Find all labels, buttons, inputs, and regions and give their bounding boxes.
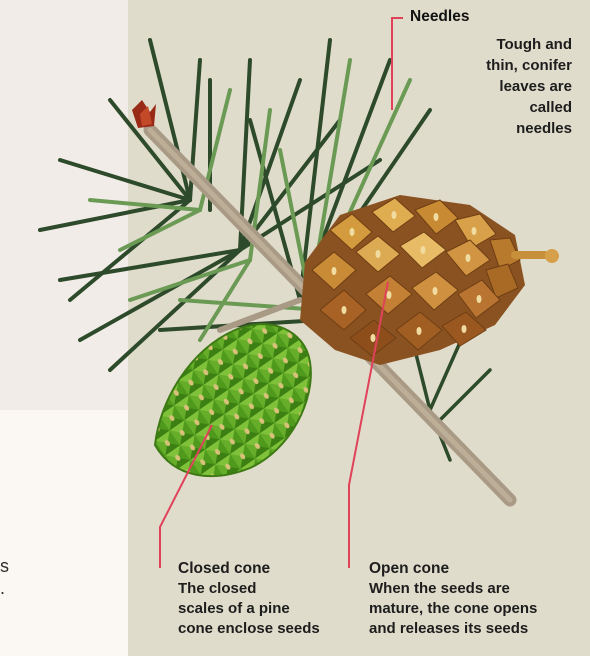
needles-label-body: Tough and thin, conifer leaves are calle… (430, 34, 572, 139)
needles-line: leaves are (430, 76, 572, 97)
open-cone-label: Open cone When the seeds are mature, the… (369, 559, 589, 639)
needles-line: called (430, 97, 572, 118)
needles-line: thin, conifer (430, 55, 572, 76)
closed-cone-line: cone enclose seeds (178, 619, 348, 639)
open-cone-line: When the seeds are (369, 579, 589, 599)
needles-line: Tough and (430, 34, 572, 55)
closed-cone (155, 324, 311, 476)
needles-line: needles (430, 118, 572, 139)
closed-cone-title: Closed cone (178, 559, 348, 579)
open-cone-line: mature, the cone opens (369, 599, 589, 619)
open-cone-line: and releases its seeds (369, 619, 589, 639)
open-cone-title: Open cone (369, 559, 589, 579)
needles-label-title: Needles (410, 8, 469, 26)
closed-cone-line: scales of a pine (178, 599, 348, 619)
closed-cone-line: The closed (178, 579, 348, 599)
open-cone (300, 195, 559, 365)
closed-cone-label: Closed cone The closed scales of a pine … (178, 559, 348, 639)
cone-stem (515, 249, 559, 263)
bud-icon (132, 100, 156, 128)
